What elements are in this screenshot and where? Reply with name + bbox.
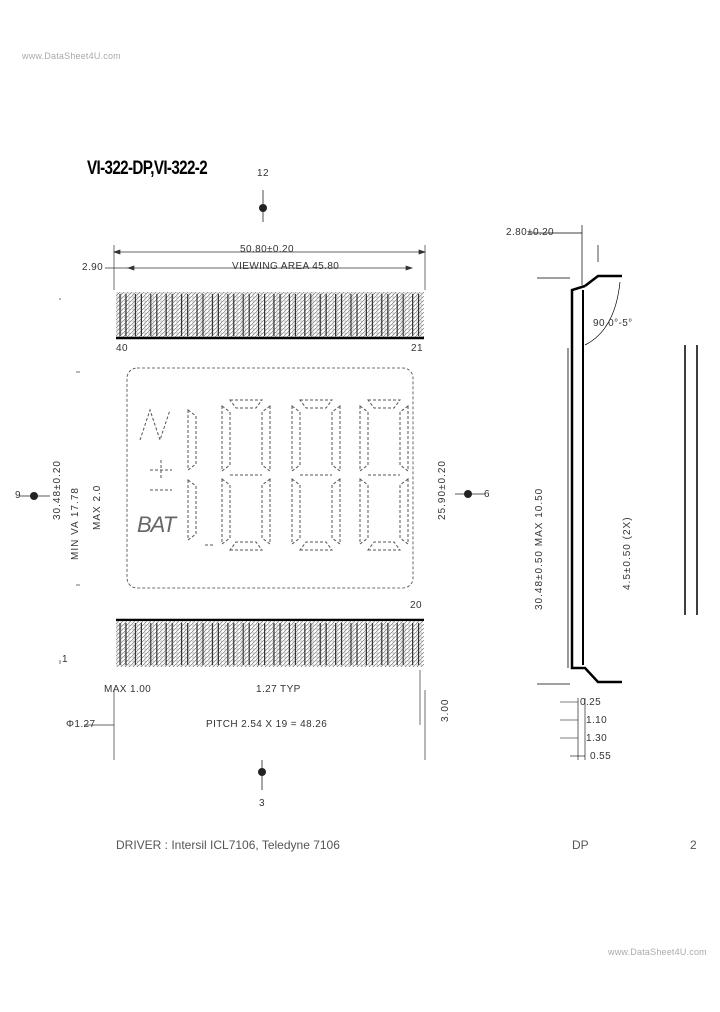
dim-130: 1.30	[586, 733, 608, 744]
watermark-top: www.DataSheet4U.com	[22, 51, 121, 61]
dim-thickness: 2.80±0.20	[506, 227, 555, 238]
dim-left-offset: 2.90	[82, 262, 104, 273]
digit-segment	[359, 405, 369, 472]
digit-segment	[187, 409, 197, 471]
digit-segment	[229, 541, 263, 551]
marker-bottom-icon	[258, 760, 266, 790]
marker-right-icon	[455, 490, 485, 498]
pin-label-1: 1	[62, 654, 68, 665]
dim-side-1: 30.48±0.50 MAX 10.50	[534, 487, 545, 610]
digit-segment	[221, 405, 231, 472]
bat-indicator: BAT	[137, 512, 176, 537]
marker-label-bottom: 3	[259, 798, 265, 809]
digit-segment	[331, 478, 341, 545]
dim-tilt: 90.0°-5°	[593, 318, 633, 329]
dim-pin-diameter: Φ1.27	[66, 719, 96, 730]
digit-segment	[367, 399, 401, 409]
marker-left-icon	[20, 492, 50, 500]
dim-pitch: PITCH 2.54 X 19 = 48.26	[206, 719, 328, 730]
dim-110: 1.10	[586, 715, 608, 726]
digit-segment	[367, 541, 401, 551]
footer-page-number: 2	[690, 838, 697, 852]
pin-label-40: 40	[116, 343, 128, 354]
dim-025: 0.25	[580, 697, 602, 708]
digit-segment	[150, 460, 172, 480]
side-view	[528, 225, 698, 760]
marker-top-icon	[259, 190, 267, 222]
digit-segment	[299, 399, 333, 409]
digit-segment	[291, 405, 301, 472]
digit-segment	[331, 405, 341, 472]
marker-label-left: 9	[15, 490, 21, 501]
digit-segment	[399, 405, 409, 472]
drawing-title: VI-322-DP,VI-322-2	[87, 158, 208, 179]
digit-segment	[139, 408, 171, 442]
digit-segment	[291, 478, 301, 545]
digit-segment	[359, 478, 369, 545]
dim-side-2: 4.5±0.50 (2X)	[622, 516, 633, 590]
marker-label-top: 12	[257, 168, 269, 179]
pin-label-21: 21	[411, 343, 423, 354]
footer-driver: DRIVER : Intersil ICL7106, Teledyne 7106	[116, 838, 340, 852]
watermark-bottom: www.DataSheet4U.com	[608, 947, 707, 957]
dim-overall-width: 50.80±0.20	[240, 244, 294, 255]
dim-viewing-area: VIEWING AREA 45.80	[232, 261, 340, 272]
footer-dp: DP	[572, 838, 589, 852]
digit-segment	[187, 479, 197, 541]
dim-vertical-left-1: MIN VA 17.78	[70, 487, 81, 560]
pin-row-top	[116, 292, 424, 340]
dim-pin-span: 1.27 TYP	[256, 684, 301, 695]
dimension-overall-width	[105, 245, 427, 290]
pin-label-20: 20	[410, 600, 422, 611]
digit-segment	[261, 405, 271, 472]
dim-vertical-left-2: MAX 2.0	[92, 484, 103, 530]
dim-max-left: MAX 1.00	[104, 684, 152, 695]
dim-height-main: 30.48±0.20	[52, 460, 63, 520]
dim-055: 0.55	[590, 751, 612, 762]
pin-row-bottom	[116, 618, 424, 667]
digit-segment	[261, 478, 271, 545]
digit-segment	[399, 478, 409, 545]
display-outline	[126, 367, 414, 589]
lcd-digits	[139, 399, 409, 551]
dim-three: 3.00	[440, 698, 451, 722]
left-dimension-lines	[59, 298, 426, 760]
digit-segment	[299, 541, 333, 551]
marker-label-right: 6	[484, 489, 490, 500]
digit-segment	[229, 399, 263, 409]
digit-segment	[221, 478, 231, 545]
dim-vertical-right: 25.90±0.20	[437, 460, 448, 520]
